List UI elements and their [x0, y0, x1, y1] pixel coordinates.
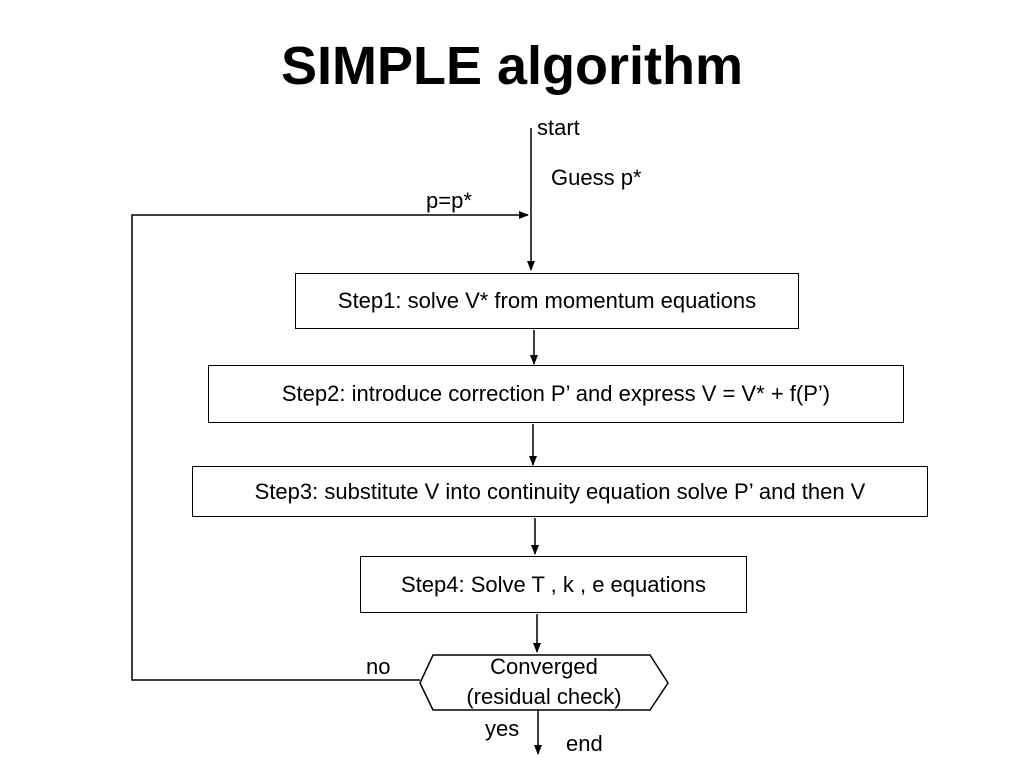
step2-text: Step2: introduce correction P’ and expre…	[281, 381, 831, 406]
step2-box: Step2: introduce correction P’ and expre…	[208, 365, 904, 423]
step4-text: Step4: Solve T , k , e equations	[401, 571, 706, 597]
step1-text: Step1: solve V* from momentum equations	[337, 288, 757, 313]
decision-line1: Converged	[490, 654, 598, 679]
update-pressure-label: p=p*	[426, 188, 472, 213]
step1-box: Step1: solve V* from momentum equations	[295, 273, 799, 329]
end-label: end	[566, 731, 603, 756]
start-label: start	[537, 115, 580, 140]
step4-box: Step4: Solve T , k , e equations	[360, 556, 747, 613]
decision-label: Converged (residual check)	[420, 652, 668, 712]
decision-line2: (residual check)	[466, 684, 622, 709]
loop-back-line	[131, 211, 529, 681]
step3-text: Step3: substitute V into continuity equa…	[254, 478, 866, 504]
decision-hexagon	[419, 654, 669, 711]
page-title: SIMPLE algorithm	[280, 36, 744, 96]
step3-box: Step3: substitute V into continuity equa…	[192, 466, 928, 517]
guess-label: Guess p*	[551, 165, 642, 190]
yes-label: yes	[485, 716, 520, 741]
no-label: no	[366, 654, 391, 679]
